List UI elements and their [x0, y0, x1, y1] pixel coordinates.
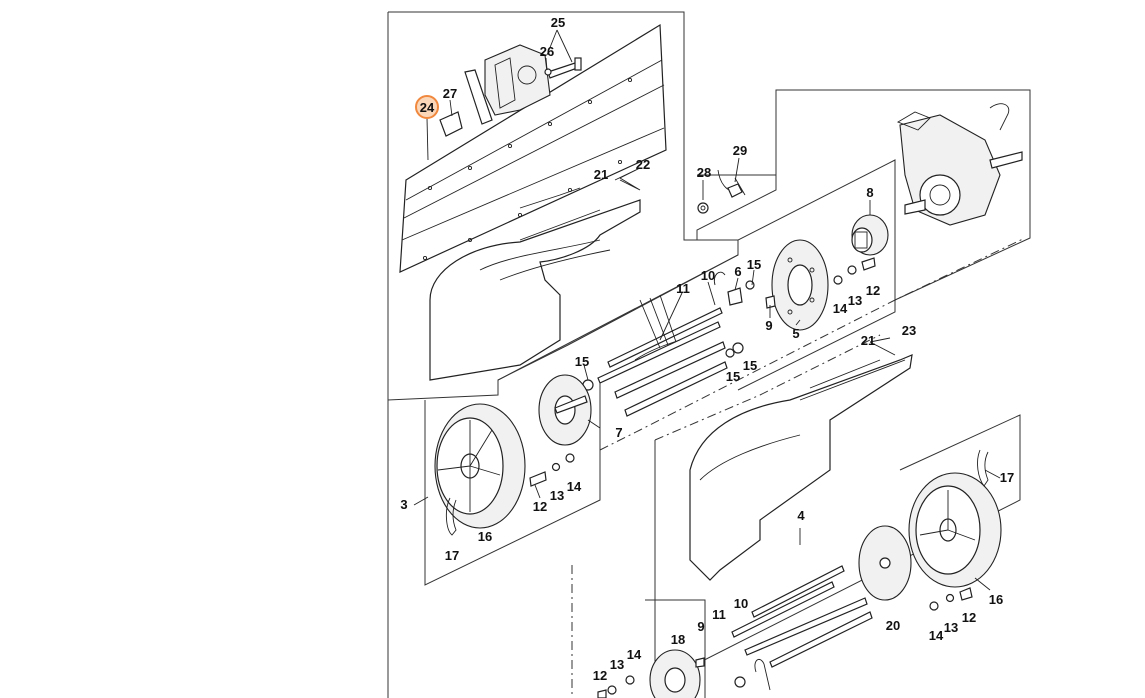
side-disc-20[interactable]: [858, 525, 912, 601]
callout-29[interactable]: 29: [733, 143, 747, 158]
drive-hub-8[interactable]: [851, 214, 889, 256]
callout-21-lower[interactable]: 21: [861, 333, 875, 348]
leader-lines: [413, 29, 1001, 591]
callout-18[interactable]: 18: [671, 632, 685, 647]
callout-22[interactable]: 22: [636, 157, 650, 172]
callout-5[interactable]: 5: [792, 326, 799, 341]
callout-12-left[interactable]: 12: [533, 499, 547, 514]
side-disc-5[interactable]: [771, 239, 829, 331]
callout-25[interactable]: 25: [551, 15, 565, 30]
wheel-left-16[interactable]: [434, 403, 526, 529]
callout-9-lower[interactable]: 9: [697, 619, 704, 634]
callout-3[interactable]: 3: [400, 497, 407, 512]
frame-right-lower-panel: [654, 414, 1021, 686]
callout-12-upper[interactable]: 12: [866, 283, 880, 298]
callout-16-left[interactable]: 16: [478, 529, 492, 544]
discharge-chute-upper[interactable]: [429, 187, 641, 381]
callout-8[interactable]: 8: [866, 185, 873, 200]
callout-15-left[interactable]: 15: [575, 354, 589, 369]
callout-12-right[interactable]: 12: [962, 610, 976, 625]
callout-15-mid-b[interactable]: 15: [743, 358, 757, 373]
side-disc-18[interactable]: [649, 649, 701, 698]
pin-17-right[interactable]: [977, 449, 989, 487]
gearbox-assembly[interactable]: [896, 103, 1023, 226]
spring-6[interactable]: [713, 271, 743, 306]
callout-20[interactable]: 20: [886, 618, 900, 633]
wheel-right-16[interactable]: [908, 472, 1002, 588]
callout-9-upper[interactable]: 9: [765, 318, 772, 333]
side-disc-7[interactable]: [538, 374, 592, 446]
axis-line-mid: [654, 334, 881, 441]
discharge-chute-lower[interactable]: [689, 354, 913, 581]
callout-6[interactable]: 6: [734, 264, 741, 279]
callout-15-mid-a[interactable]: 15: [726, 369, 740, 384]
axis-line-upper: [599, 237, 1026, 451]
hardware-12-13-14-left[interactable]: [529, 453, 575, 487]
frame-upper-right-panel: [684, 89, 1031, 391]
callout-10-upper[interactable]: 10: [701, 268, 715, 283]
hardware-12-13-14-upper[interactable]: [833, 257, 876, 285]
shaft-set-lower[interactable]: [731, 565, 873, 668]
callout-14-right[interactable]: 14: [929, 628, 944, 643]
callout-14-bottom[interactable]: 14: [627, 647, 642, 662]
mounting-bracket[interactable]: [464, 44, 551, 125]
callout-27[interactable]: 27: [443, 86, 457, 101]
washer-26[interactable]: [544, 68, 552, 76]
callout-13-right[interactable]: 13: [944, 620, 958, 635]
callout-17-right[interactable]: 17: [1000, 470, 1014, 485]
callout-14-upper[interactable]: 14: [833, 301, 848, 316]
callout-28[interactable]: 28: [697, 165, 711, 180]
callout-4[interactable]: 4: [797, 508, 805, 523]
shaft-set-10-11[interactable]: [597, 294, 728, 417]
frame-middle-panel: [497, 159, 896, 395]
pin-17-left[interactable]: [445, 497, 457, 536]
callout-13-left[interactable]: 13: [550, 488, 564, 503]
grass-guard-plate[interactable]: [399, 23, 667, 273]
callout-14-left[interactable]: 14: [567, 479, 582, 494]
callout-24[interactable]: 24: [420, 100, 435, 115]
callout-16-right[interactable]: 16: [989, 592, 1003, 607]
callout-23[interactable]: 23: [902, 323, 916, 338]
callout-11-upper[interactable]: 11: [676, 281, 690, 296]
frame-bottom-panel: [645, 599, 706, 698]
callout-17-left[interactable]: 17: [445, 548, 459, 563]
callout-12-bottom[interactable]: 12: [593, 668, 607, 683]
callout-13-bottom[interactable]: 13: [610, 657, 624, 672]
callout-13-upper[interactable]: 13: [848, 293, 862, 308]
frame-left-lower-panel: [424, 380, 601, 586]
callout-11-lower[interactable]: 11: [712, 607, 726, 622]
washer-28[interactable]: [697, 202, 709, 214]
callout-7[interactable]: 7: [615, 425, 622, 440]
hinge-clip-27[interactable]: [439, 111, 463, 137]
callout-24-highlight[interactable]: [415, 95, 439, 119]
bolt-25[interactable]: [547, 57, 582, 79]
callout-15-upper[interactable]: 15: [747, 257, 761, 272]
bolt-9-upper[interactable]: [765, 295, 776, 309]
hardware-12-13-14-right[interactable]: [929, 587, 973, 611]
callout-26[interactable]: 26: [540, 44, 554, 59]
callout-10-lower[interactable]: 10: [734, 596, 748, 611]
spring-29[interactable]: [717, 169, 746, 198]
callout-21-upper[interactable]: 21: [594, 167, 608, 182]
hardware-bottom[interactable]: [597, 657, 771, 698]
